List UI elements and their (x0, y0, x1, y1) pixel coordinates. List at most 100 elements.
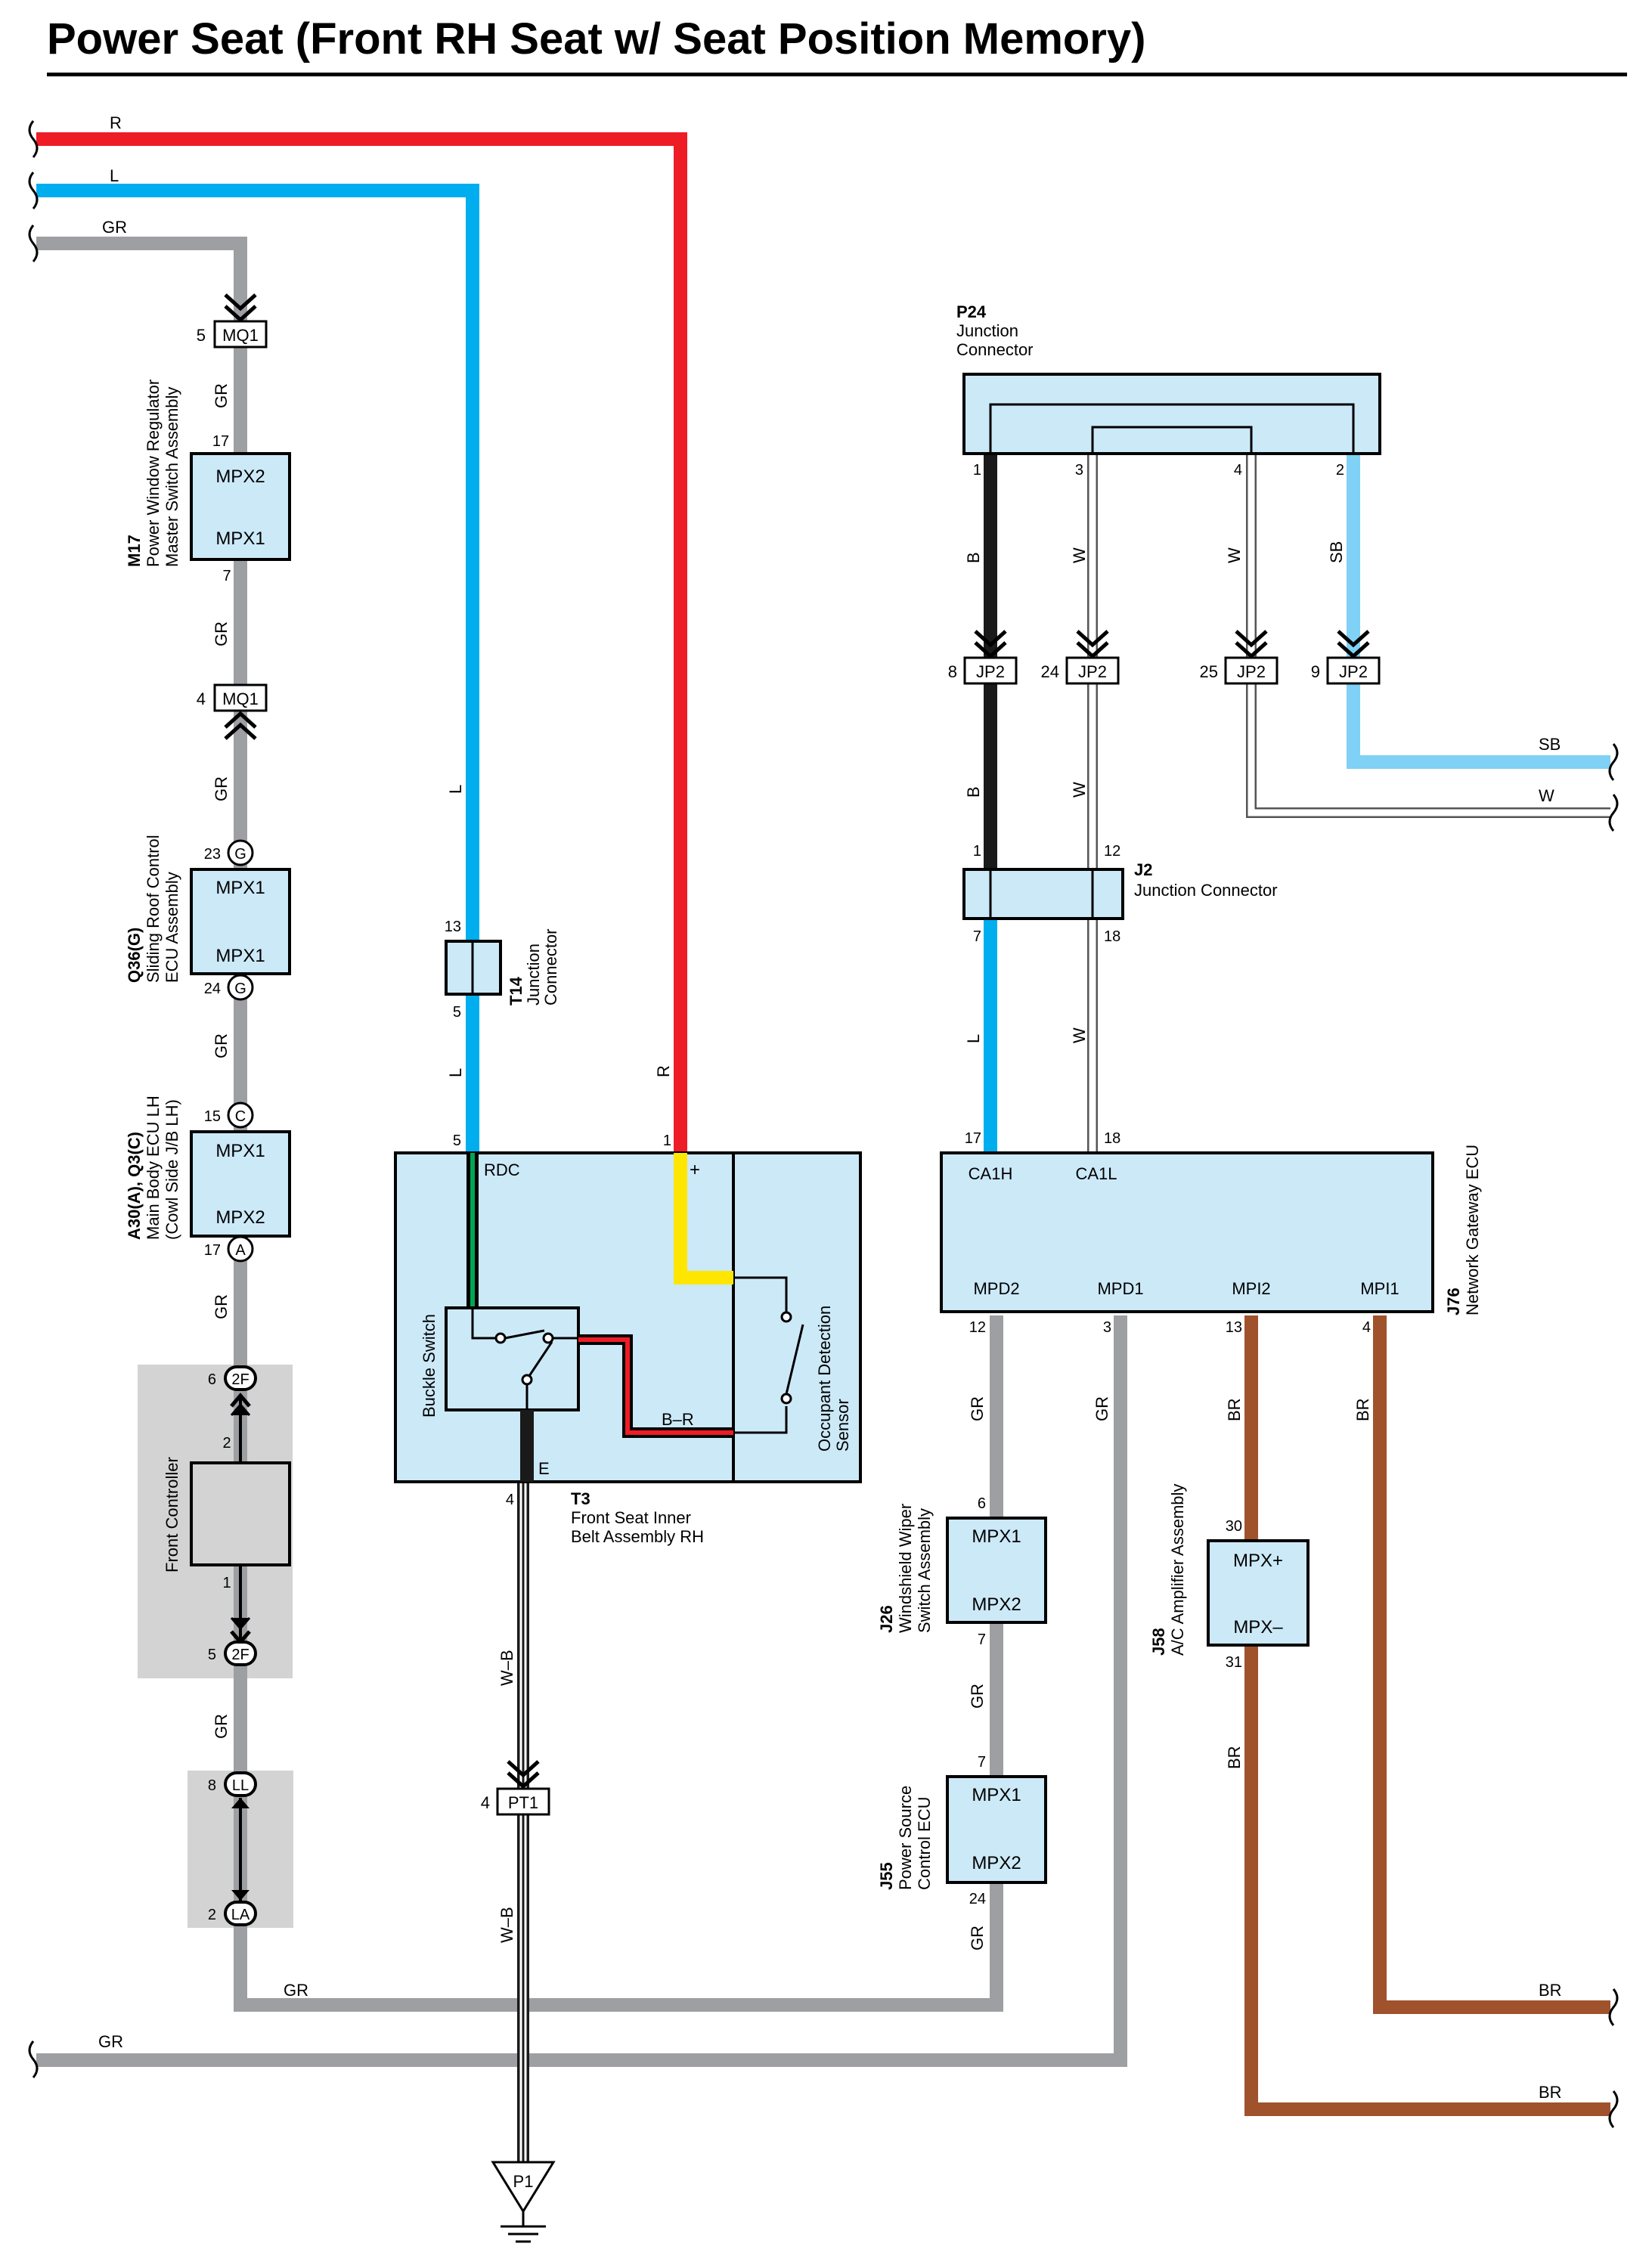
component-j55: MPX1 MPX2 7 24 J55 Power Source Control … (877, 1754, 1047, 1907)
q36-conn-bottom: G (234, 981, 246, 997)
wire-label-sb-right: SB (1539, 735, 1561, 754)
la-pin: 2 (208, 1907, 216, 1923)
t3-name1: Front Seat Inner (571, 1508, 691, 1527)
j2-name: Junction Connector (1134, 881, 1278, 900)
a30-name1: Main Body ECU LH (144, 1095, 163, 1240)
occupant-label-2: Sensor (833, 1399, 852, 1452)
pt1-pin: 4 (481, 1793, 490, 1812)
j76-mpd1: MPD1 (1097, 1279, 1143, 1298)
j58-pin-bottom: 31 (1226, 1654, 1242, 1671)
t14-pin-bottom: 5 (453, 1004, 461, 1021)
j55-name2: Control ECU (915, 1797, 934, 1890)
component-front-controller: 2F 6 2 Front Controller 1 2F 5 (138, 1365, 293, 1678)
wire-label-gr-v4: GR (212, 1033, 231, 1058)
jp2-24-label: JP2 (1078, 662, 1107, 681)
j2-pin-1: 1 (973, 843, 981, 860)
p24-pin-2: 2 (1336, 462, 1344, 479)
q36-conn-top: G (234, 846, 246, 863)
component-a30-q3: C 15 MPX1 MPX2 A 17 A30(A), Q3(C) Main B… (125, 1095, 291, 1263)
wire-label-gr-j26: GR (968, 1684, 987, 1709)
wire-label-l: L (110, 166, 119, 185)
wire-label-gr-v6: GR (212, 1714, 231, 1739)
j76-mpi2: MPI2 (1232, 1279, 1270, 1298)
q36-pin-bottom: 24 (204, 981, 221, 997)
j58-code: J58 (1149, 1628, 1168, 1656)
wire-w (1087, 454, 1610, 1153)
t3-pin-plus: 1 (663, 1132, 671, 1149)
j76-code: J76 (1444, 1287, 1463, 1315)
a30-pin-top: 15 (204, 1108, 221, 1125)
wire-label-gr-j55: GR (968, 1926, 987, 1951)
m17-bottom-terminal: MPX1 (215, 528, 265, 549)
wire-gr-bottom (36, 1315, 1127, 2067)
front-controller-pin-bottom: 1 (222, 1575, 231, 1591)
t14-pin-top: 13 (445, 919, 461, 935)
connector-ll-la: LL 8 LA 2 (188, 1771, 293, 1928)
q36-pin-top: 23 (204, 846, 221, 863)
component-t3: 5 1 RDC + Buckle Switch B–R Occupant Det… (394, 1132, 862, 1546)
wire-label-b-1: B (964, 552, 983, 563)
jp2-8: JP2 8 (948, 630, 1018, 685)
j26-top-terminal: MPX1 (972, 1526, 1021, 1547)
wire-label-gr-v3: GR (212, 776, 231, 801)
j26-bottom-terminal: MPX2 (972, 1594, 1021, 1615)
m17-name2: Master Switch Assembly (163, 387, 181, 567)
wire-break-marks (28, 120, 1619, 2128)
j55-pin-bottom: 24 (969, 1891, 986, 1907)
j76-mpi1: MPI1 (1360, 1279, 1399, 1298)
t14-name2: Connector (541, 928, 560, 1005)
t3-plus-label: + (690, 1160, 700, 1180)
j2-pin-18: 18 (1104, 928, 1120, 945)
m17-pin-bottom: 7 (222, 568, 231, 584)
j76-pin-4: 4 (1362, 1319, 1371, 1336)
ground-label: P1 (513, 2172, 534, 2191)
wire-label-w-4: W (1070, 1027, 1089, 1043)
jp2-9-pin: 9 (1311, 662, 1320, 681)
jp2-9-label: JP2 (1339, 662, 1368, 681)
wire-label-gr-bottom: GR (98, 2032, 123, 2051)
q36-name1: Sliding Roof Control (144, 835, 163, 983)
wire-label-gr-mpd1: GR (1093, 1396, 1111, 1421)
p24-pin-3: 3 (1075, 462, 1083, 479)
jp2-24: JP2 24 (1041, 630, 1120, 685)
wire-label-b-r: B–R (662, 1410, 694, 1429)
j76-mpd2: MPD2 (973, 1279, 1019, 1298)
a30-code: A30(A), Q3(C) (125, 1132, 144, 1240)
front-controller-pin-top: 2 (222, 1435, 231, 1452)
m17-pin-top: 17 (212, 433, 229, 450)
q36-top-terminal: MPX1 (215, 878, 265, 898)
component-j2: 1 12 7 18 J2 Junction Connector (962, 843, 1278, 945)
j58-name1: A/C Amplifier Assembly (1168, 1484, 1187, 1656)
j55-code: J55 (877, 1862, 896, 1890)
c2f-top-pin: 6 (208, 1371, 216, 1388)
wire-label-w-2: W (1070, 782, 1089, 798)
wire-label-br-mpi1: BR (1353, 1398, 1372, 1421)
q36-code: Q36(G) (125, 928, 144, 983)
t3-name2: Belt Assembly RH (571, 1527, 704, 1546)
j76-ca1l: CA1L (1075, 1164, 1117, 1183)
occupant-label-1: Occupant Detection (815, 1306, 834, 1452)
j26-pin-bottom: 7 (978, 1631, 986, 1648)
q36-name2: ECU Assembly (163, 872, 181, 983)
p24-pin-1: 1 (973, 462, 981, 479)
wire-label-sb-v: SB (1327, 541, 1346, 563)
component-q36: G 23 MPX1 MPX1 G 24 Q36(G) Sliding Roof … (125, 835, 291, 1001)
wire-l (36, 184, 479, 1153)
t3-e-label: E (538, 1459, 550, 1478)
wire-sb (1347, 454, 1610, 769)
wire-label-gr-v1: GR (212, 383, 231, 408)
la-label: LA (231, 1907, 250, 1923)
jp2-8-pin: 8 (948, 662, 957, 681)
p24-name2: Connector (956, 340, 1034, 359)
wire-br-2 (1373, 1315, 1610, 2014)
j58-pin-top: 30 (1226, 1518, 1242, 1535)
a30-top-terminal: MPX1 (215, 1141, 265, 1161)
j58-top-terminal: MPX+ (1233, 1551, 1283, 1571)
connector-mq1-top: MQ1 5 (197, 293, 268, 349)
component-j26: MPX1 MPX2 6 7 J26 Windshield Wiper Switc… (877, 1495, 1047, 1648)
connectors-jp2: JP2 8 JP2 24 JP2 25 JP2 9 (948, 630, 1381, 685)
wire-label-gr-v5: GR (212, 1294, 231, 1319)
mq1-bottom-label: MQ1 (222, 689, 259, 708)
a30-conn-top: C (235, 1108, 246, 1125)
